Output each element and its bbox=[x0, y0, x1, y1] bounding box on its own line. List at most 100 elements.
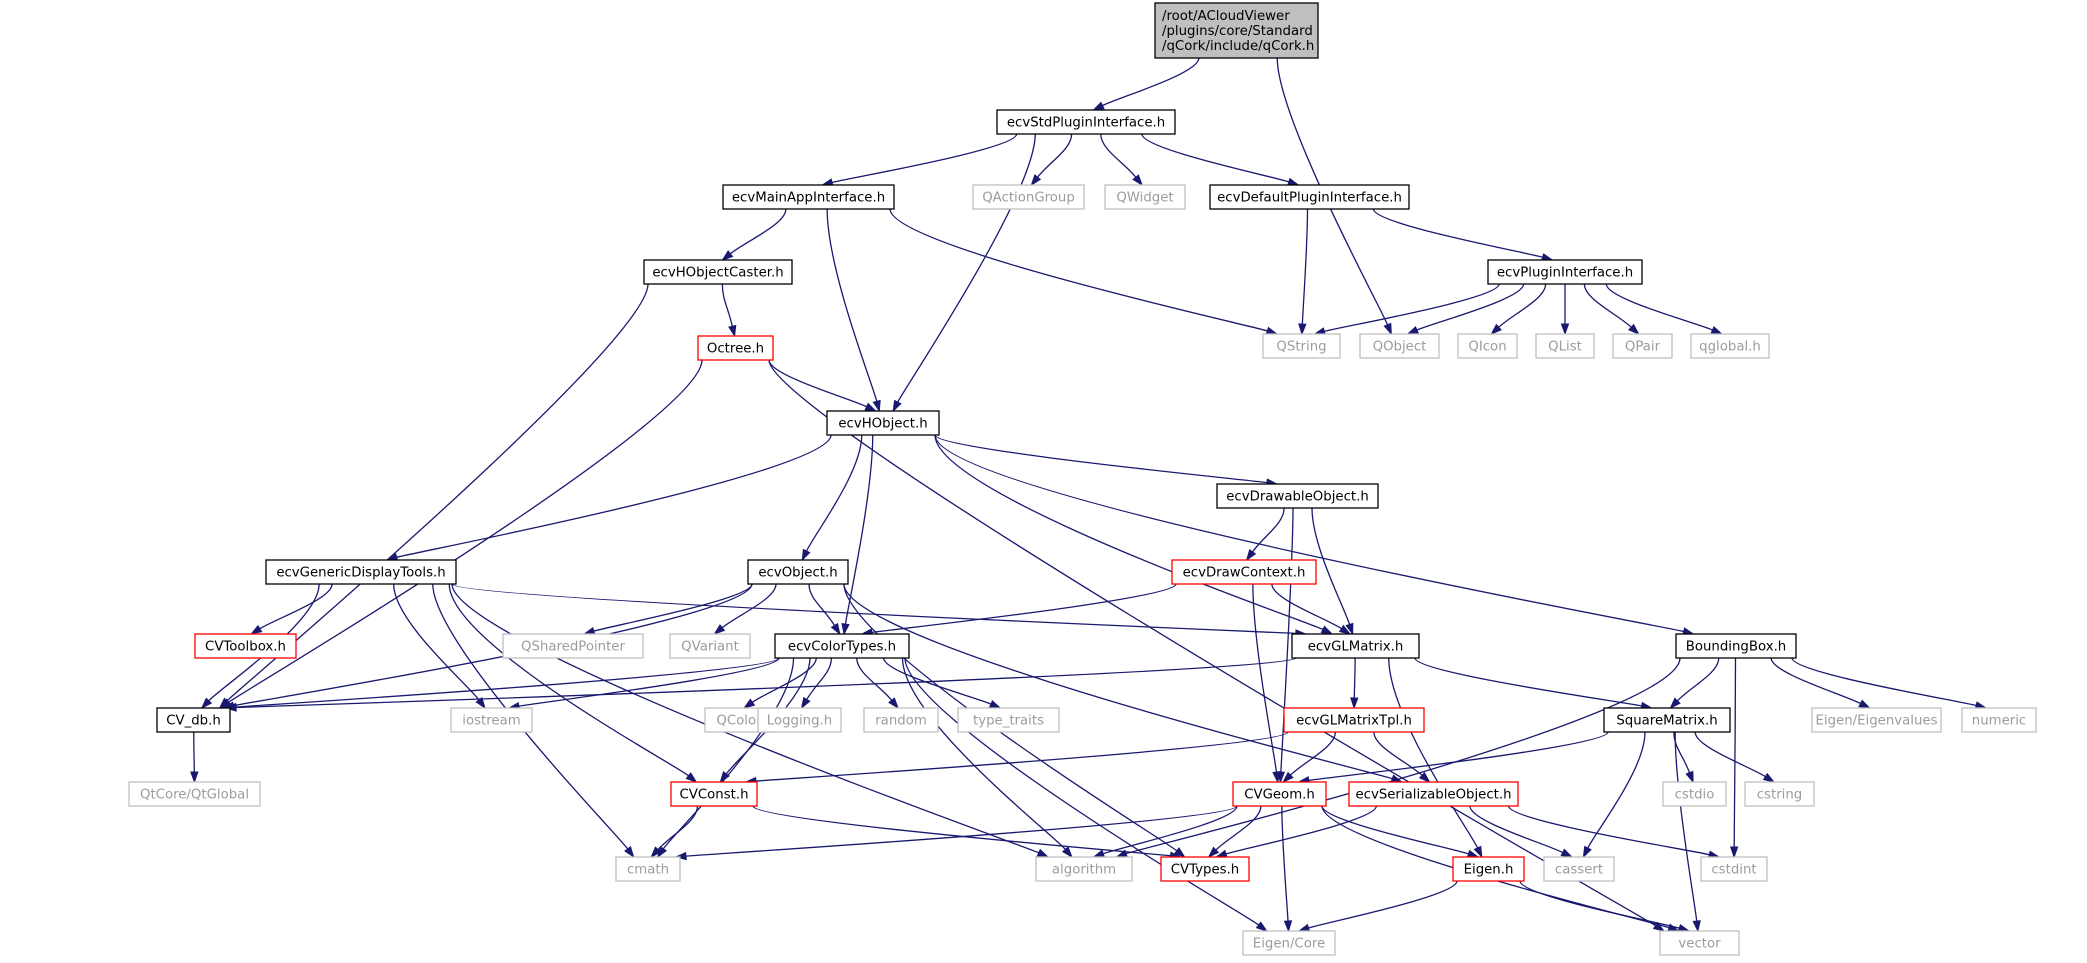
node-box-root[interactable] bbox=[1154, 2, 1319, 59]
edge-ecvObject-to-CVTypes bbox=[843, 583, 1178, 852]
node-box-ecvSerializableObject[interactable] bbox=[1348, 781, 1519, 807]
edge-Octree-to-vector bbox=[768, 359, 1656, 927]
node-box-Eigen[interactable] bbox=[1452, 856, 1525, 882]
node-label: QObject bbox=[1373, 340, 1427, 355]
node-SquareMatrix[interactable]: SquareMatrix.h bbox=[1603, 707, 1731, 733]
node-CVGeom[interactable]: CVGeom.h bbox=[1232, 781, 1327, 807]
node-box-ecvHObject[interactable] bbox=[826, 410, 940, 436]
edge-CV_db-to-QtCoreQtGlobal bbox=[193, 731, 195, 773]
node-ecvColorTypes[interactable]: ecvColorTypes.h bbox=[774, 633, 910, 659]
node-label: cstring bbox=[1757, 788, 1802, 803]
node-root[interactable]: /root/ACloudViewer/plugins/core/Standard… bbox=[1154, 2, 1319, 59]
node-ecvDrawContext[interactable]: ecvDrawContext.h bbox=[1171, 559, 1317, 585]
arrowhead-ecvGenericDisplayTools-to-CVToolbox bbox=[249, 624, 263, 635]
edge-SquareMatrix-to-cassert bbox=[1587, 731, 1646, 849]
edge-ecvColorTypes-to-EigenCore bbox=[904, 657, 1260, 926]
arrowhead-ecvGLMatrix-to-CV_db bbox=[224, 703, 237, 712]
node-box-ecvGenericDisplayTools[interactable] bbox=[265, 559, 457, 585]
node-box-ecvGLMatrixTpl[interactable] bbox=[1283, 707, 1425, 733]
node-QVariant: QVariant bbox=[669, 633, 751, 659]
node-ecvGLMatrixTpl[interactable]: ecvGLMatrixTpl.h bbox=[1283, 707, 1425, 733]
node-ecvSerializableObject[interactable]: ecvSerializableObject.h bbox=[1348, 781, 1519, 807]
node-box-CVConst[interactable] bbox=[670, 781, 758, 807]
edge-ecvColorTypes-to-algorithm bbox=[901, 657, 1066, 850]
arrowhead-ecvPluginInterface-to-QPair bbox=[1628, 323, 1640, 336]
node-CV_db[interactable]: CV_db.h bbox=[156, 707, 231, 733]
node-ecvHObject[interactable]: ecvHObject.h bbox=[826, 410, 940, 436]
node-ecvHObjectCaster[interactable]: ecvHObjectCaster.h bbox=[643, 259, 793, 285]
node-box-ecvDefaultPluginInterface[interactable] bbox=[1209, 184, 1410, 210]
node-CVTypes[interactable]: CVTypes.h bbox=[1160, 856, 1250, 882]
arrowhead-BoundingBox-to-cstdint bbox=[1729, 846, 1739, 859]
edge-ecvColorTypes-to-random bbox=[856, 657, 893, 701]
node-ecvGenericDisplayTools[interactable]: ecvGenericDisplayTools.h bbox=[265, 559, 457, 585]
node-label: random bbox=[875, 714, 927, 729]
node-BoundingBox[interactable]: BoundingBox.h bbox=[1675, 633, 1797, 659]
node-Eigen[interactable]: Eigen.h bbox=[1452, 856, 1525, 882]
node-box-BoundingBox[interactable] bbox=[1675, 633, 1797, 659]
node-vector: vector bbox=[1659, 930, 1740, 956]
node-box-CVGeom[interactable] bbox=[1232, 781, 1327, 807]
arrowhead-CVGeom-to-CVTypes bbox=[1207, 846, 1220, 859]
node-box-ecvStdPluginInterface[interactable] bbox=[996, 109, 1176, 135]
node-label: ecvGenericDisplayTools.h bbox=[276, 566, 445, 581]
node-label: QWidget bbox=[1116, 191, 1173, 206]
node-box-SquareMatrix[interactable] bbox=[1603, 707, 1731, 733]
node-ecvObject[interactable]: ecvObject.h bbox=[747, 559, 849, 585]
edge-ecvStdPluginInterface-to-QActionGroup bbox=[1037, 133, 1073, 178]
node-box-ecvDrawContext[interactable] bbox=[1171, 559, 1317, 585]
edge-ecvDefaultPluginInterface-to-ecvPluginInterface bbox=[1372, 208, 1543, 258]
node-label: ecvStdPluginInterface.h bbox=[1007, 116, 1165, 131]
node-box-ecvColorTypes[interactable] bbox=[774, 633, 910, 659]
node-box-QVariant bbox=[669, 633, 751, 659]
arrowhead-ecvHObject-to-ecvColorTypes bbox=[841, 623, 850, 636]
node-CVConst[interactable]: CVConst.h bbox=[670, 781, 758, 807]
node-ecvMainAppInterface[interactable]: ecvMainAppInterface.h bbox=[722, 184, 895, 210]
node-label: algorithm bbox=[1052, 863, 1116, 878]
node-label: CVToolbox.h bbox=[205, 640, 286, 655]
arrowhead-ecvMainAppInterface-to-ecvHObjectCaster bbox=[721, 250, 734, 261]
arrowhead-ecvPluginInterface-to-QIcon bbox=[1490, 323, 1502, 336]
node-ecvGLMatrix[interactable]: ecvGLMatrix.h bbox=[1291, 633, 1420, 659]
edge-ecvDrawContext-to-CVGeom bbox=[1252, 583, 1278, 773]
arrowhead-SquareMatrix-to-cassert bbox=[1582, 845, 1592, 859]
node-QtCoreQtGlobal: QtCore/QtGlobal bbox=[128, 781, 261, 807]
node-label: ecvDrawContext.h bbox=[1183, 566, 1306, 581]
arrowhead-ecvDrawableObject-to-ecvGLMatrix bbox=[1345, 622, 1354, 636]
node-box-vector bbox=[1659, 930, 1740, 956]
edge-ecvGLMatrix-to-SquareMatrix bbox=[1414, 657, 1642, 707]
node-label: QIcon bbox=[1468, 340, 1506, 355]
edges-layer bbox=[190, 57, 1988, 933]
node-label: ecvColorTypes.h bbox=[788, 640, 896, 655]
edge-ecvColorTypes-to-Logging bbox=[806, 657, 833, 700]
arrowhead-ecvStdPluginInterface-to-ecvDefaultPluginInterface bbox=[1287, 177, 1300, 186]
node-box-ecvPluginInterface[interactable] bbox=[1487, 259, 1643, 285]
node-cstdio: cstdio bbox=[1662, 781, 1727, 807]
node-box-ecvDrawableObject[interactable] bbox=[1216, 483, 1379, 509]
node-Octree[interactable]: Octree.h bbox=[697, 335, 774, 361]
arrowhead-ecvGenericDisplayTools-to-algorithm bbox=[1036, 848, 1050, 858]
edge-ecvStdPluginInterface-to-ecvHObject bbox=[897, 133, 1036, 403]
node-ecvPluginInterface[interactable]: ecvPluginInterface.h bbox=[1487, 259, 1643, 285]
node-box-ecvGLMatrix[interactable] bbox=[1291, 633, 1420, 659]
node-box-CVTypes[interactable] bbox=[1160, 856, 1250, 882]
node-ecvDrawableObject[interactable]: ecvDrawableObject.h bbox=[1216, 483, 1379, 509]
node-label: CV_db.h bbox=[166, 714, 221, 729]
node-box-iostream bbox=[450, 707, 533, 733]
node-box-ecvHObjectCaster[interactable] bbox=[643, 259, 793, 285]
arrowhead-ecvDrawableObject-to-ecvDrawContext bbox=[1245, 549, 1257, 562]
node-ecvStdPluginInterface[interactable]: ecvStdPluginInterface.h bbox=[996, 109, 1176, 135]
edge-CVGeom-to-EigenCore bbox=[1281, 805, 1289, 922]
arrowhead-ecvColorTypes-to-random bbox=[888, 697, 900, 710]
arrowhead-ecvDrawContext-to-CVGeom bbox=[1272, 771, 1281, 784]
node-box-CV_db[interactable] bbox=[156, 707, 231, 733]
node-box-Octree[interactable] bbox=[697, 335, 774, 361]
node-box-ecvMainAppInterface[interactable] bbox=[722, 184, 895, 210]
node-box-CVToolbox[interactable] bbox=[194, 633, 297, 659]
node-ecvDefaultPluginInterface[interactable]: ecvDefaultPluginInterface.h bbox=[1209, 184, 1410, 210]
arrowhead-ecvColorTypes-to-type_traits bbox=[988, 699, 1002, 709]
node-box-ecvObject[interactable] bbox=[747, 559, 849, 585]
edge-BoundingBox-to-EigenEigenvalues bbox=[1770, 657, 1861, 705]
arrowhead-ecvGLMatrix-to-Eigen bbox=[1473, 845, 1483, 859]
node-CVToolbox[interactable]: CVToolbox.h bbox=[194, 633, 297, 659]
